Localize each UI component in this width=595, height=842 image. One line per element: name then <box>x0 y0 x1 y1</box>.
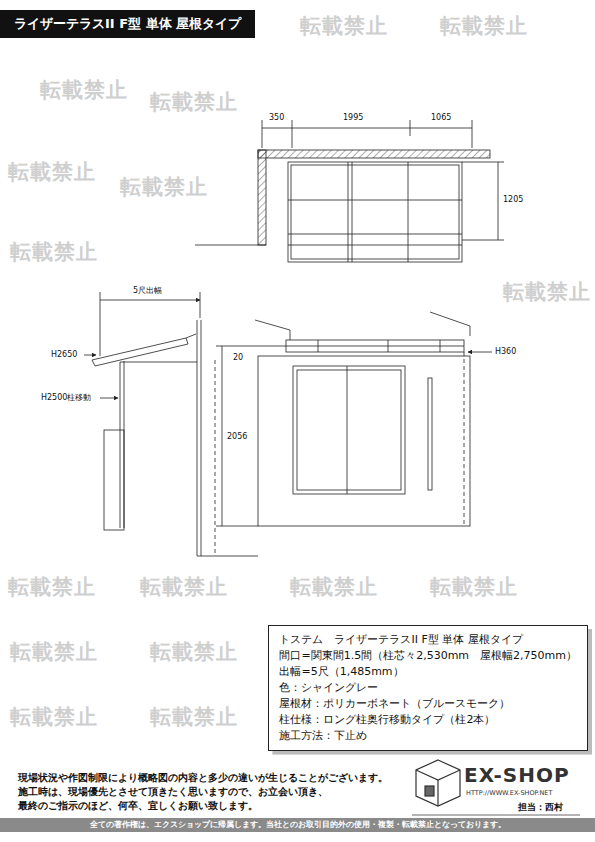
watermark: 転載禁止 <box>430 575 518 599</box>
dimension-label: 5尺出幅 <box>132 286 163 295</box>
node-text: 屋根材：ポリカーボネート（ブルースモーク） <box>279 696 577 712</box>
node-text: 柱仕様：ロング柱奥行移動タイプ（柱2本） <box>279 712 577 728</box>
watermark: 転載禁止 <box>8 575 96 599</box>
logo-cube <box>416 760 460 806</box>
side-view <box>84 292 258 556</box>
watermark: 転載禁止 <box>140 575 228 599</box>
watermark: 転載禁止 <box>8 160 96 184</box>
note-text: 施工時は、現場優先とさせて頂きたく思いますので、お立会い頂き、 <box>18 786 328 798</box>
node-text: トステム ライザーテラスII F型 単体 屋根タイプ <box>279 632 577 648</box>
dimension-label: H2500柱移動 <box>40 393 92 402</box>
title-bar: ライザーテラスII F型 単体 屋根タイプ <box>0 10 255 38</box>
watermark: 転載禁止 <box>300 14 388 38</box>
dimension-label: 1205 <box>502 195 524 204</box>
node-text: 施工方法：下止め <box>279 728 577 744</box>
dimension-label: 2056 <box>226 432 248 441</box>
dimension-label: 350 <box>268 113 285 122</box>
note-text: 最終のご指示のほど、何卒、宜しくお願い致します。 <box>18 800 258 812</box>
dimension-label: 20 <box>232 353 244 362</box>
watermark: 転載禁止 <box>10 640 98 664</box>
dimension-label: 1995 <box>342 113 364 122</box>
logo-text: EX-SHOP <box>464 764 570 787</box>
plan-view <box>195 120 504 262</box>
spec-box: トステム ライザーテラスII F型 単体 屋根タイプ間口=関東間1.5間（柱芯々… <box>268 625 588 751</box>
watermark: 転載禁止 <box>440 14 528 38</box>
watermark: 転載禁止 <box>150 90 238 114</box>
watermark: 転載禁止 <box>150 640 238 664</box>
dimension-label: H2650 <box>50 350 78 359</box>
node-text: 出幅=5尺（1,485mm） <box>279 664 577 680</box>
watermark: 転載禁止 <box>10 240 98 264</box>
node-text: 全ての著作権は、エクスショップに帰属します。当社とのお取引目的外の使用・複製・転… <box>4 820 591 830</box>
watermark: 転載禁止 <box>150 705 238 729</box>
node-text: 色：シャイングレー <box>279 680 577 696</box>
url-text: HTTP://WWW.EX-SHOP.NET <box>466 790 552 797</box>
watermark: 転載禁止 <box>40 78 128 102</box>
node-text: 間口=関東間1.5間（柱芯々2,530mm 屋根幅2,750mm） <box>279 648 577 664</box>
title-text: ライザーテラスII F型 単体 屋根タイプ <box>14 15 241 33</box>
watermark: 転載禁止 <box>503 280 591 304</box>
front-view <box>216 312 492 526</box>
staff-label: 担当：西村 <box>518 802 563 812</box>
watermark: 転載禁止 <box>290 575 378 599</box>
dimension-label: H360 <box>494 347 517 356</box>
watermark: 転載禁止 <box>120 175 208 199</box>
copyright-band: 全ての著作権は、エクスショップに帰属します。当社とのお取引目的外の使用・複製・転… <box>0 818 595 832</box>
watermark: 転載禁止 <box>10 705 98 729</box>
note-text: 現場状況や作図制限により概略図の内容と多少の違いが生じることがございます。 <box>18 772 388 784</box>
dimension-label: 1065 <box>430 113 452 122</box>
